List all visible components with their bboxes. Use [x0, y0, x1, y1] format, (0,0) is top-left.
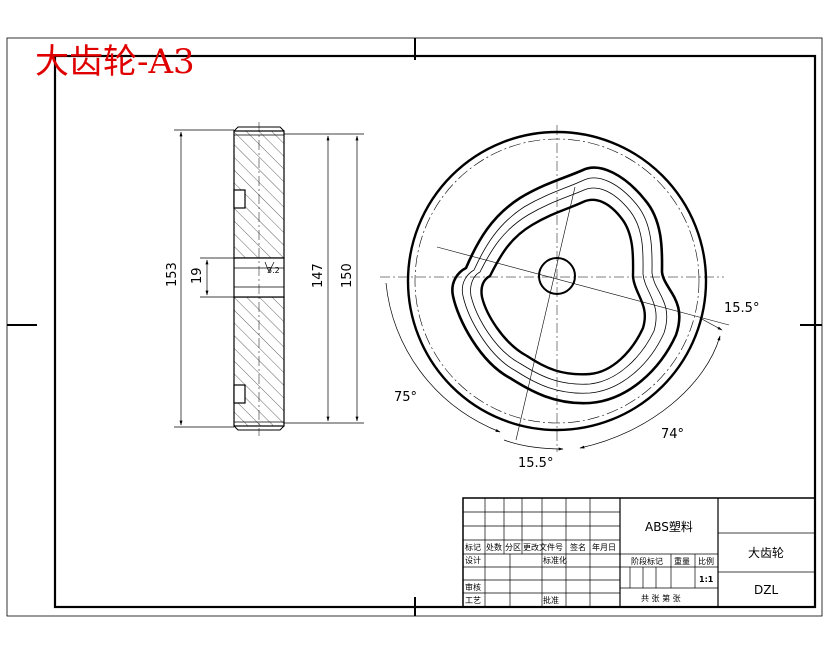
- cam-profile-outer: [451, 166, 681, 405]
- angle-right: 15.5°: [724, 301, 759, 316]
- tb-date: 年月日: [592, 542, 616, 552]
- slot-lower: [233, 384, 246, 404]
- tb-material: ABS塑料: [645, 519, 693, 534]
- tb-zone: 分区: [505, 543, 521, 552]
- angle-bottom-right: 74°: [661, 427, 684, 442]
- dim-150: 150: [340, 263, 355, 288]
- tb-stage-mark: 阶段标记: [631, 556, 663, 566]
- tb-change-doc: 更改文件号: [523, 542, 563, 552]
- drawing-title: 大齿轮-A3: [35, 42, 195, 82]
- tb-mark: 标记: [465, 542, 481, 552]
- tb-ratio: 比例: [698, 556, 714, 566]
- angle-left: 75°: [394, 390, 417, 405]
- cam-profile-thin-2: [470, 187, 657, 385]
- tb-review: 审核: [465, 582, 481, 592]
- center-marks: [7, 38, 822, 616]
- tb-standardize: 标准化: [543, 555, 567, 565]
- tb-scale: 1:1: [699, 575, 714, 584]
- title-block: [462, 497, 816, 608]
- dim-147: 147: [311, 263, 326, 288]
- side-dimensions: [174, 129, 364, 428]
- slot-upper: [233, 189, 246, 209]
- dim-19: 19: [190, 267, 205, 284]
- tb-signature: 签名: [570, 542, 586, 552]
- tb-process: 工艺: [465, 596, 481, 605]
- tb-design: 设计: [465, 555, 481, 565]
- front-view: [380, 125, 730, 452]
- cam-profile-thin-1: [461, 177, 668, 394]
- angle-bottom: 15.5°: [518, 456, 553, 471]
- tb-sheets: 共 张 第 张: [641, 593, 681, 603]
- dim-153: 153: [165, 262, 180, 287]
- tb-count: 处数: [486, 542, 502, 552]
- tb-weight: 重量: [674, 556, 690, 566]
- roughness-mark: 3.2: [267, 266, 280, 275]
- tb-approve: 批准: [543, 595, 559, 605]
- cam-profile-inner: [480, 198, 646, 376]
- tb-part-name: 大齿轮: [748, 546, 784, 560]
- side-section-view: 3.2: [233, 122, 285, 436]
- inner-frame: [53, 54, 817, 609]
- tb-part-code: DZL: [754, 583, 778, 597]
